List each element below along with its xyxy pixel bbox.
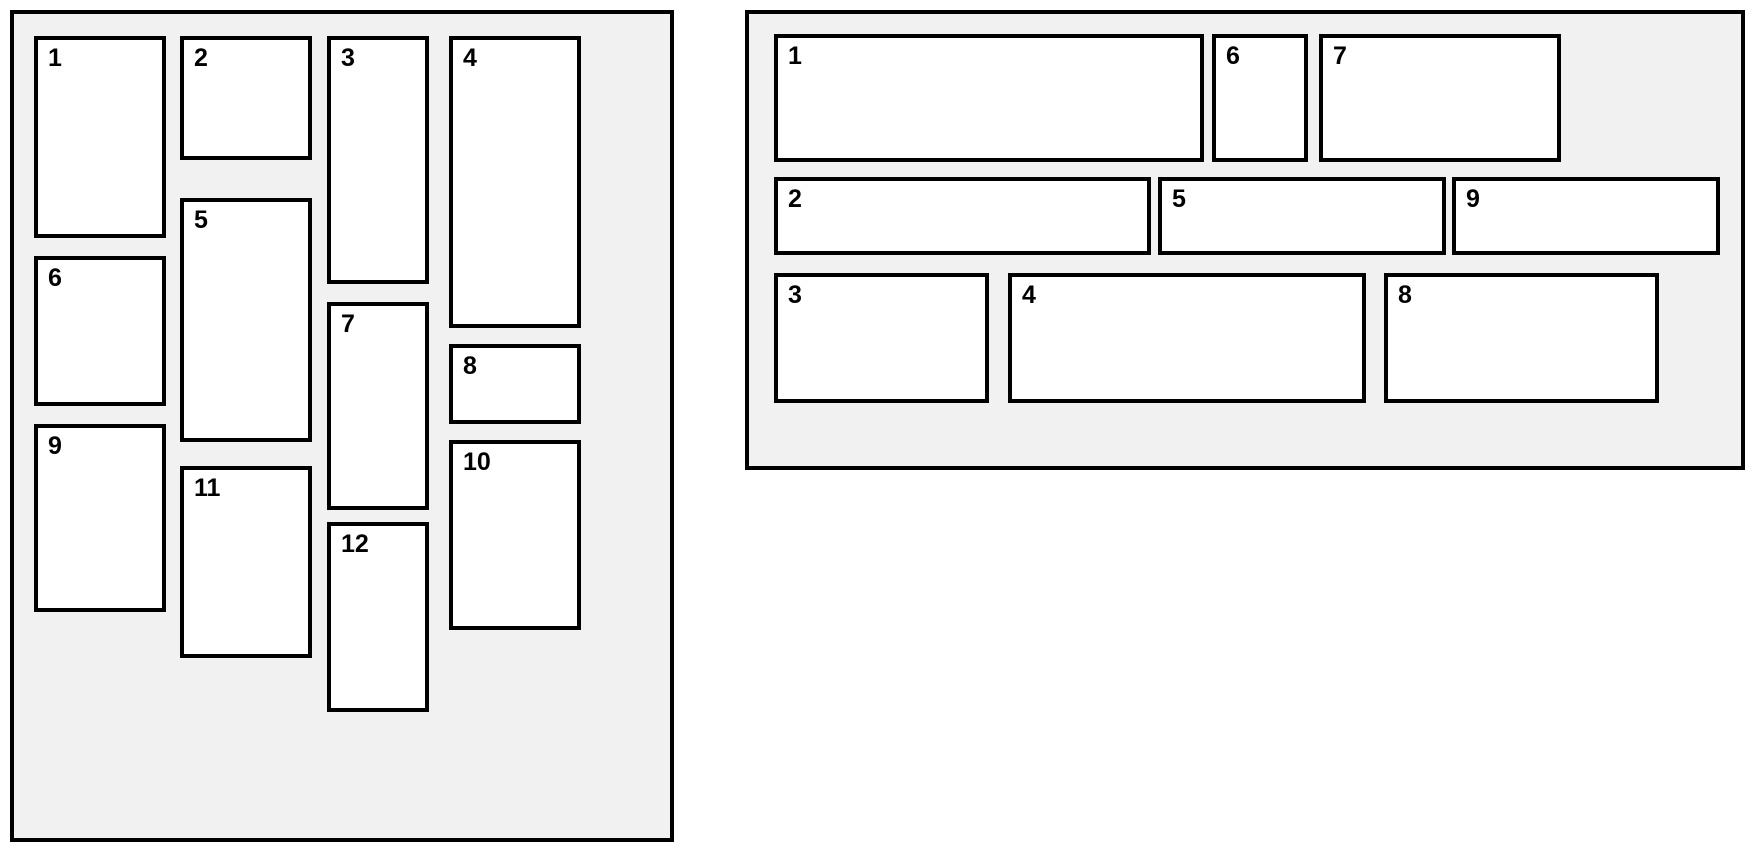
left-box-8-label: 8: [463, 352, 477, 380]
right-box-6-label: 6: [1226, 42, 1240, 70]
right-layout-panel: 1 6 7 2 5 9 3 4 8: [745, 10, 1745, 470]
left-box-2[interactable]: 2: [180, 36, 312, 160]
left-layout-panel: 1 2 3 4 5 6 7 8 9 10 11: [10, 10, 674, 842]
right-box-1[interactable]: 1: [774, 34, 1204, 162]
left-box-4[interactable]: 4: [449, 36, 581, 328]
left-box-6[interactable]: 6: [34, 256, 166, 406]
right-box-3[interactable]: 3: [774, 273, 989, 403]
left-box-6-label: 6: [48, 264, 62, 292]
right-box-8-label: 8: [1398, 281, 1412, 309]
right-box-2-label: 2: [788, 185, 802, 213]
right-box-7[interactable]: 7: [1319, 34, 1561, 162]
right-box-6[interactable]: 6: [1212, 34, 1308, 162]
right-box-1-label: 1: [788, 42, 802, 70]
left-box-3-label: 3: [341, 44, 355, 72]
left-box-10-label: 10: [463, 448, 491, 476]
right-box-9-label: 9: [1466, 185, 1480, 213]
left-box-11[interactable]: 11: [180, 466, 312, 658]
left-box-8[interactable]: 8: [449, 344, 581, 424]
left-box-5[interactable]: 5: [180, 198, 312, 442]
left-box-4-label: 4: [463, 44, 477, 72]
right-box-3-label: 3: [788, 281, 802, 309]
right-box-5-label: 5: [1172, 185, 1186, 213]
left-box-1[interactable]: 1: [34, 36, 166, 238]
left-box-9-label: 9: [48, 432, 62, 460]
right-box-2[interactable]: 2: [774, 177, 1151, 255]
left-box-9[interactable]: 9: [34, 424, 166, 612]
left-box-7-label: 7: [341, 310, 355, 338]
left-box-12[interactable]: 12: [327, 522, 429, 712]
left-box-10[interactable]: 10: [449, 440, 581, 630]
right-box-4[interactable]: 4: [1008, 273, 1366, 403]
left-box-7[interactable]: 7: [327, 302, 429, 510]
right-box-7-label: 7: [1333, 42, 1347, 70]
left-box-12-label: 12: [341, 530, 369, 558]
right-box-9[interactable]: 9: [1452, 177, 1720, 255]
right-box-4-label: 4: [1022, 281, 1036, 309]
right-box-5[interactable]: 5: [1158, 177, 1446, 255]
left-box-3[interactable]: 3: [327, 36, 429, 284]
left-box-11-label: 11: [194, 474, 221, 502]
left-box-1-label: 1: [48, 44, 62, 72]
left-box-5-label: 5: [194, 206, 208, 234]
left-box-2-label: 2: [194, 44, 208, 72]
right-box-8[interactable]: 8: [1384, 273, 1659, 403]
